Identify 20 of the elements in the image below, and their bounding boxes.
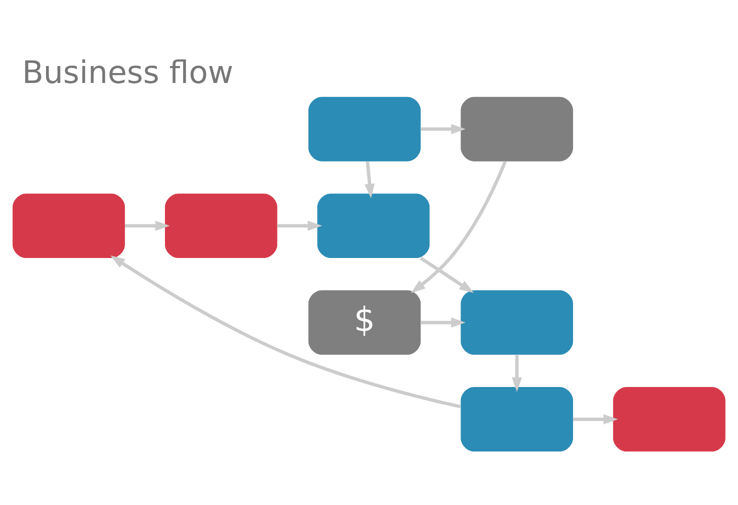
arrow [277,220,322,231]
node-box [460,290,574,355]
arrow [573,414,618,424]
arrow [125,220,170,231]
arrow [410,160,507,294]
arrow [420,256,474,294]
node-box: $ [308,290,421,355]
node-box [460,387,574,452]
diagram-title: Business flow [22,54,234,91]
arrow [110,255,461,408]
arrow [512,355,522,392]
arrow [364,162,375,198]
node-box [164,194,278,258]
node-box [613,387,726,452]
arrow [420,317,466,328]
node-box [460,96,574,162]
node-box [317,194,430,258]
node-box [308,96,421,162]
arrow [420,124,466,134]
node-box [12,194,125,258]
